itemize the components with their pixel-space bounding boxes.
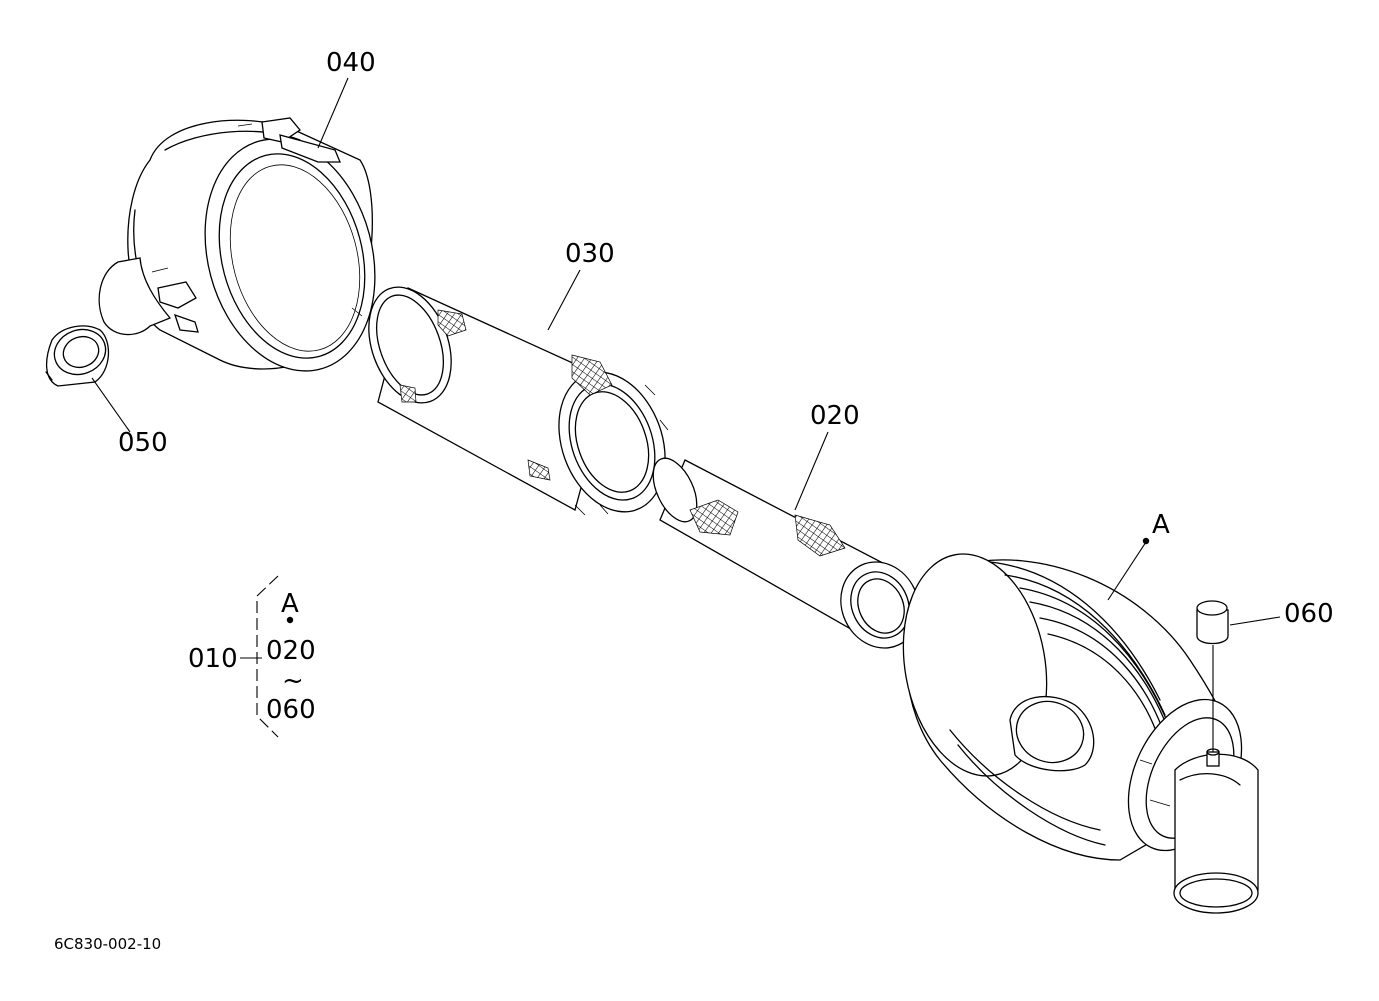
assembly-legend: 010 A 020 ~ 060 [188, 575, 316, 738]
callout-030: 030 [565, 239, 615, 269]
leader-030 [547, 269, 581, 331]
legend-ref: A [281, 589, 299, 619]
leader-060 [1229, 616, 1281, 626]
callout-060: 060 [1284, 599, 1334, 629]
leader-a [1107, 541, 1147, 601]
callout-050: 050 [118, 428, 168, 458]
legend-ref-dot [286, 616, 294, 624]
legend-range-mark: ~ [282, 666, 304, 696]
legend-from: 020 [266, 636, 316, 666]
part-050-valve [45, 325, 110, 387]
drawing-code: 6C830-002-10 [54, 935, 161, 953]
part-a-housing [902, 553, 1259, 914]
callout-020: 020 [810, 401, 860, 431]
legend-to: 060 [266, 695, 316, 725]
leader-040 [317, 77, 349, 149]
ref-dot-a [1142, 537, 1150, 545]
leader-020 [794, 431, 829, 511]
part-060-cap [1196, 600, 1229, 752]
part-020-inner-element [652, 457, 920, 649]
leader-050 [91, 377, 131, 433]
part-030-outer-element [368, 286, 669, 516]
callout-010: 010 [188, 644, 238, 674]
callout-a: A [1152, 510, 1170, 540]
callout-040: 040 [326, 48, 376, 78]
part-040-cover [98, 117, 376, 372]
